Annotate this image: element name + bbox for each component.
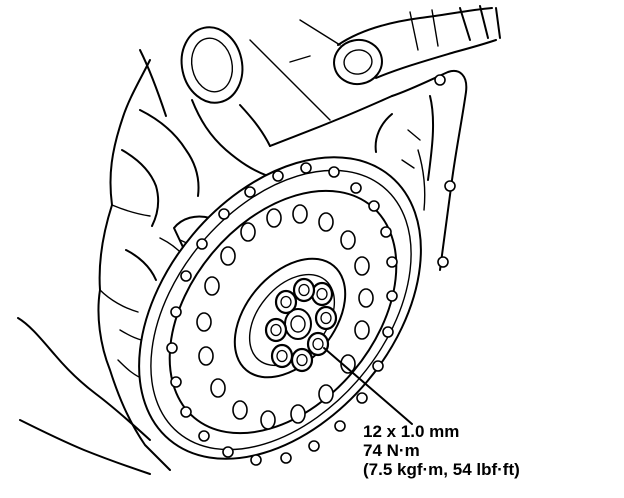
flywheel-bolt — [292, 277, 316, 303]
flywheel-inner-holes — [196, 204, 374, 430]
flywheel-bolt — [314, 305, 338, 331]
engine-upper-components — [139, 5, 501, 177]
flywheel-bolt — [306, 331, 330, 357]
flywheel-bolt — [290, 347, 314, 373]
callout-leader-line — [323, 347, 413, 425]
flywheel-bolt — [274, 289, 298, 315]
flywheel-outer-holes — [166, 162, 398, 466]
flywheel-bolt — [310, 281, 334, 307]
transmission-housing — [374, 70, 468, 271]
bolt-torque-alt-label: (7.5 kgf·m, 54 lbf·ft) — [363, 460, 520, 479]
bolt-torque-callout: 12 x 1.0 mm 74 N·m (7.5 kgf·m, 54 lbf·ft… — [363, 422, 613, 479]
bolt-torque-nm-label: 74 N·m — [363, 441, 420, 460]
flywheel-bolt — [264, 317, 288, 343]
bolt-size-label: 12 x 1.0 mm — [363, 422, 460, 441]
flywheel-hub — [284, 308, 312, 340]
flywheel-bolt — [270, 343, 294, 369]
flywheel-bolts — [264, 277, 338, 373]
engine-block — [17, 59, 200, 475]
